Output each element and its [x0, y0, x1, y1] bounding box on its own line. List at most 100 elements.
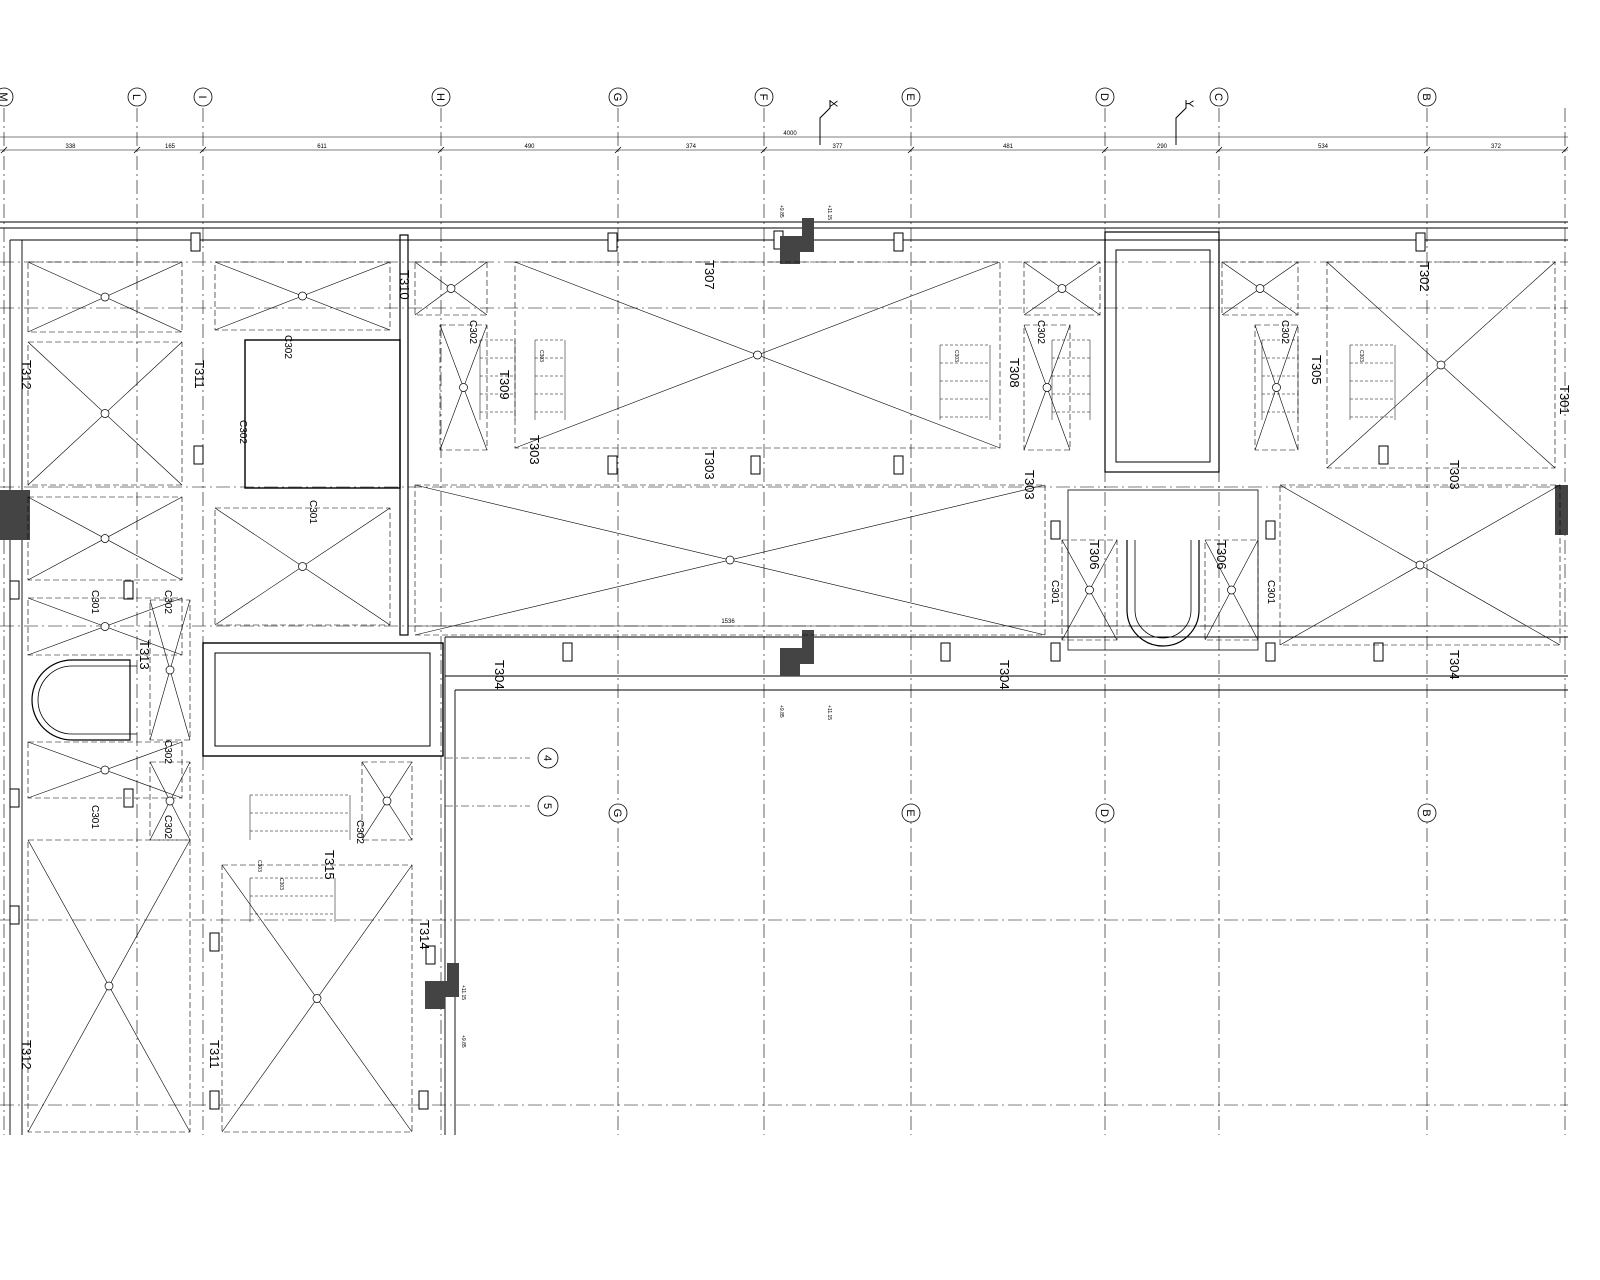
grid-marker-bottom-E	[901, 803, 921, 823]
slab-center-marker	[753, 350, 762, 360]
beam-label: T305	[1309, 355, 1324, 385]
grid-marker-bottom-G	[608, 803, 628, 823]
section-mark-line	[1175, 100, 1187, 145]
slab-center-marker	[100, 292, 110, 302]
slab-label: C302	[162, 740, 173, 764]
slab-label: C301	[89, 590, 100, 614]
dim-value: 290	[1157, 144, 1168, 150]
slab-outline	[149, 599, 191, 741]
grid-marker-label: D	[1098, 93, 1110, 101]
slab-outline	[27, 261, 183, 333]
dim-tick	[133, 146, 141, 154]
beam-label: T301	[1557, 385, 1572, 415]
level-mark: +9.85	[460, 1035, 466, 1048]
slab-label: C302	[1279, 320, 1290, 344]
dim-value: 490	[524, 144, 535, 150]
beam-label: T304	[492, 660, 507, 690]
dim-mid-text: 1536	[721, 619, 735, 625]
structural-walls	[0, 218, 1568, 1135]
dim-total-text: 4000	[783, 131, 797, 137]
column-marker	[1265, 642, 1276, 662]
slab-center-marker	[1415, 560, 1425, 570]
slab-center-marker	[100, 622, 110, 631]
grid-marker-label: B	[1420, 93, 1432, 100]
section-mark-line	[819, 100, 831, 145]
slab-center-marker	[1085, 585, 1094, 595]
grid-marker-L	[127, 87, 147, 107]
column-marker	[893, 455, 904, 475]
dim-tick	[437, 146, 445, 154]
slab-center-marker	[165, 796, 175, 806]
slab-outline	[149, 761, 191, 841]
slab-outline	[1254, 324, 1299, 451]
slab-outline	[27, 341, 183, 486]
dim-value: 534	[1318, 144, 1329, 150]
dim-tick	[0, 146, 8, 154]
beam-label: T309	[497, 370, 512, 400]
grid-marker-label: E	[904, 93, 916, 100]
slab-outline	[1221, 261, 1299, 316]
room-stair-core	[202, 642, 444, 757]
slab-outline	[214, 507, 391, 626]
column-marker	[1373, 642, 1384, 662]
slab-outline	[1279, 484, 1561, 646]
beam-label: T307	[702, 260, 717, 290]
grid-marker-label: D	[1098, 809, 1110, 817]
dim-tick	[760, 146, 768, 154]
slab-outline	[414, 261, 488, 316]
slab-outline	[27, 741, 183, 799]
element-labels: T302T301T303T304T305T306T306T307T303T303…	[19, 205, 1572, 1070]
slab-label: C301	[1265, 580, 1276, 604]
semicircle-center	[1126, 540, 1200, 647]
section-mark-label: Y	[1183, 100, 1195, 108]
dim-tick	[199, 146, 207, 154]
beam-label: T311	[192, 360, 207, 389]
beam-label: T314	[417, 920, 432, 950]
slab-center-marker	[100, 765, 110, 775]
beam-label: T311	[207, 1040, 222, 1069]
stair-label: C303	[256, 860, 262, 872]
stair-label: C303	[1358, 350, 1364, 362]
level-mark: +11.15	[460, 985, 466, 1000]
slab-center-marker	[725, 555, 735, 565]
column-marker	[9, 905, 20, 925]
slab-outline	[414, 484, 1046, 636]
grid-marker-bottom-B	[1417, 803, 1437, 823]
slab-center-marker	[459, 383, 468, 392]
slab-center-marker	[100, 534, 110, 543]
beam-label: T303	[1447, 460, 1462, 490]
semicircle-left-inner	[37, 665, 137, 735]
stair-landing-section	[780, 218, 814, 264]
slab-center-marker	[446, 284, 456, 293]
stair-label: C303	[278, 878, 284, 890]
beam-label: T304	[997, 660, 1012, 690]
beam-label: T308	[1007, 358, 1022, 388]
stair-landing-section	[780, 630, 814, 676]
slab-center-marker	[104, 981, 114, 991]
column-marker	[1050, 520, 1061, 540]
room-core	[244, 339, 401, 489]
slab-label: C302	[1035, 320, 1046, 344]
grid-marker-label: I	[196, 95, 208, 98]
slab-label: C301	[1049, 580, 1060, 604]
dim-tick	[1101, 146, 1109, 154]
column-marker	[1415, 232, 1426, 252]
column-marker	[193, 445, 204, 465]
grid-marker-label: G	[611, 809, 623, 818]
wall-section-fill	[1555, 485, 1568, 535]
grid-marker-E	[901, 87, 921, 107]
slab-outline	[361, 761, 413, 841]
section-mark-label: X	[827, 100, 839, 108]
column-marker	[209, 1090, 220, 1110]
dim-value: 377	[832, 144, 843, 150]
column-marker	[562, 642, 573, 662]
slab-label: C301	[89, 805, 100, 829]
room-stair-inner	[214, 652, 431, 747]
grid-marker-B	[1417, 87, 1437, 107]
level-mark: +11.15	[826, 705, 832, 720]
slab-outline	[1326, 261, 1556, 469]
column-marker	[9, 580, 20, 600]
beam-label: T315	[322, 850, 337, 880]
beam-label: T303	[702, 450, 717, 480]
